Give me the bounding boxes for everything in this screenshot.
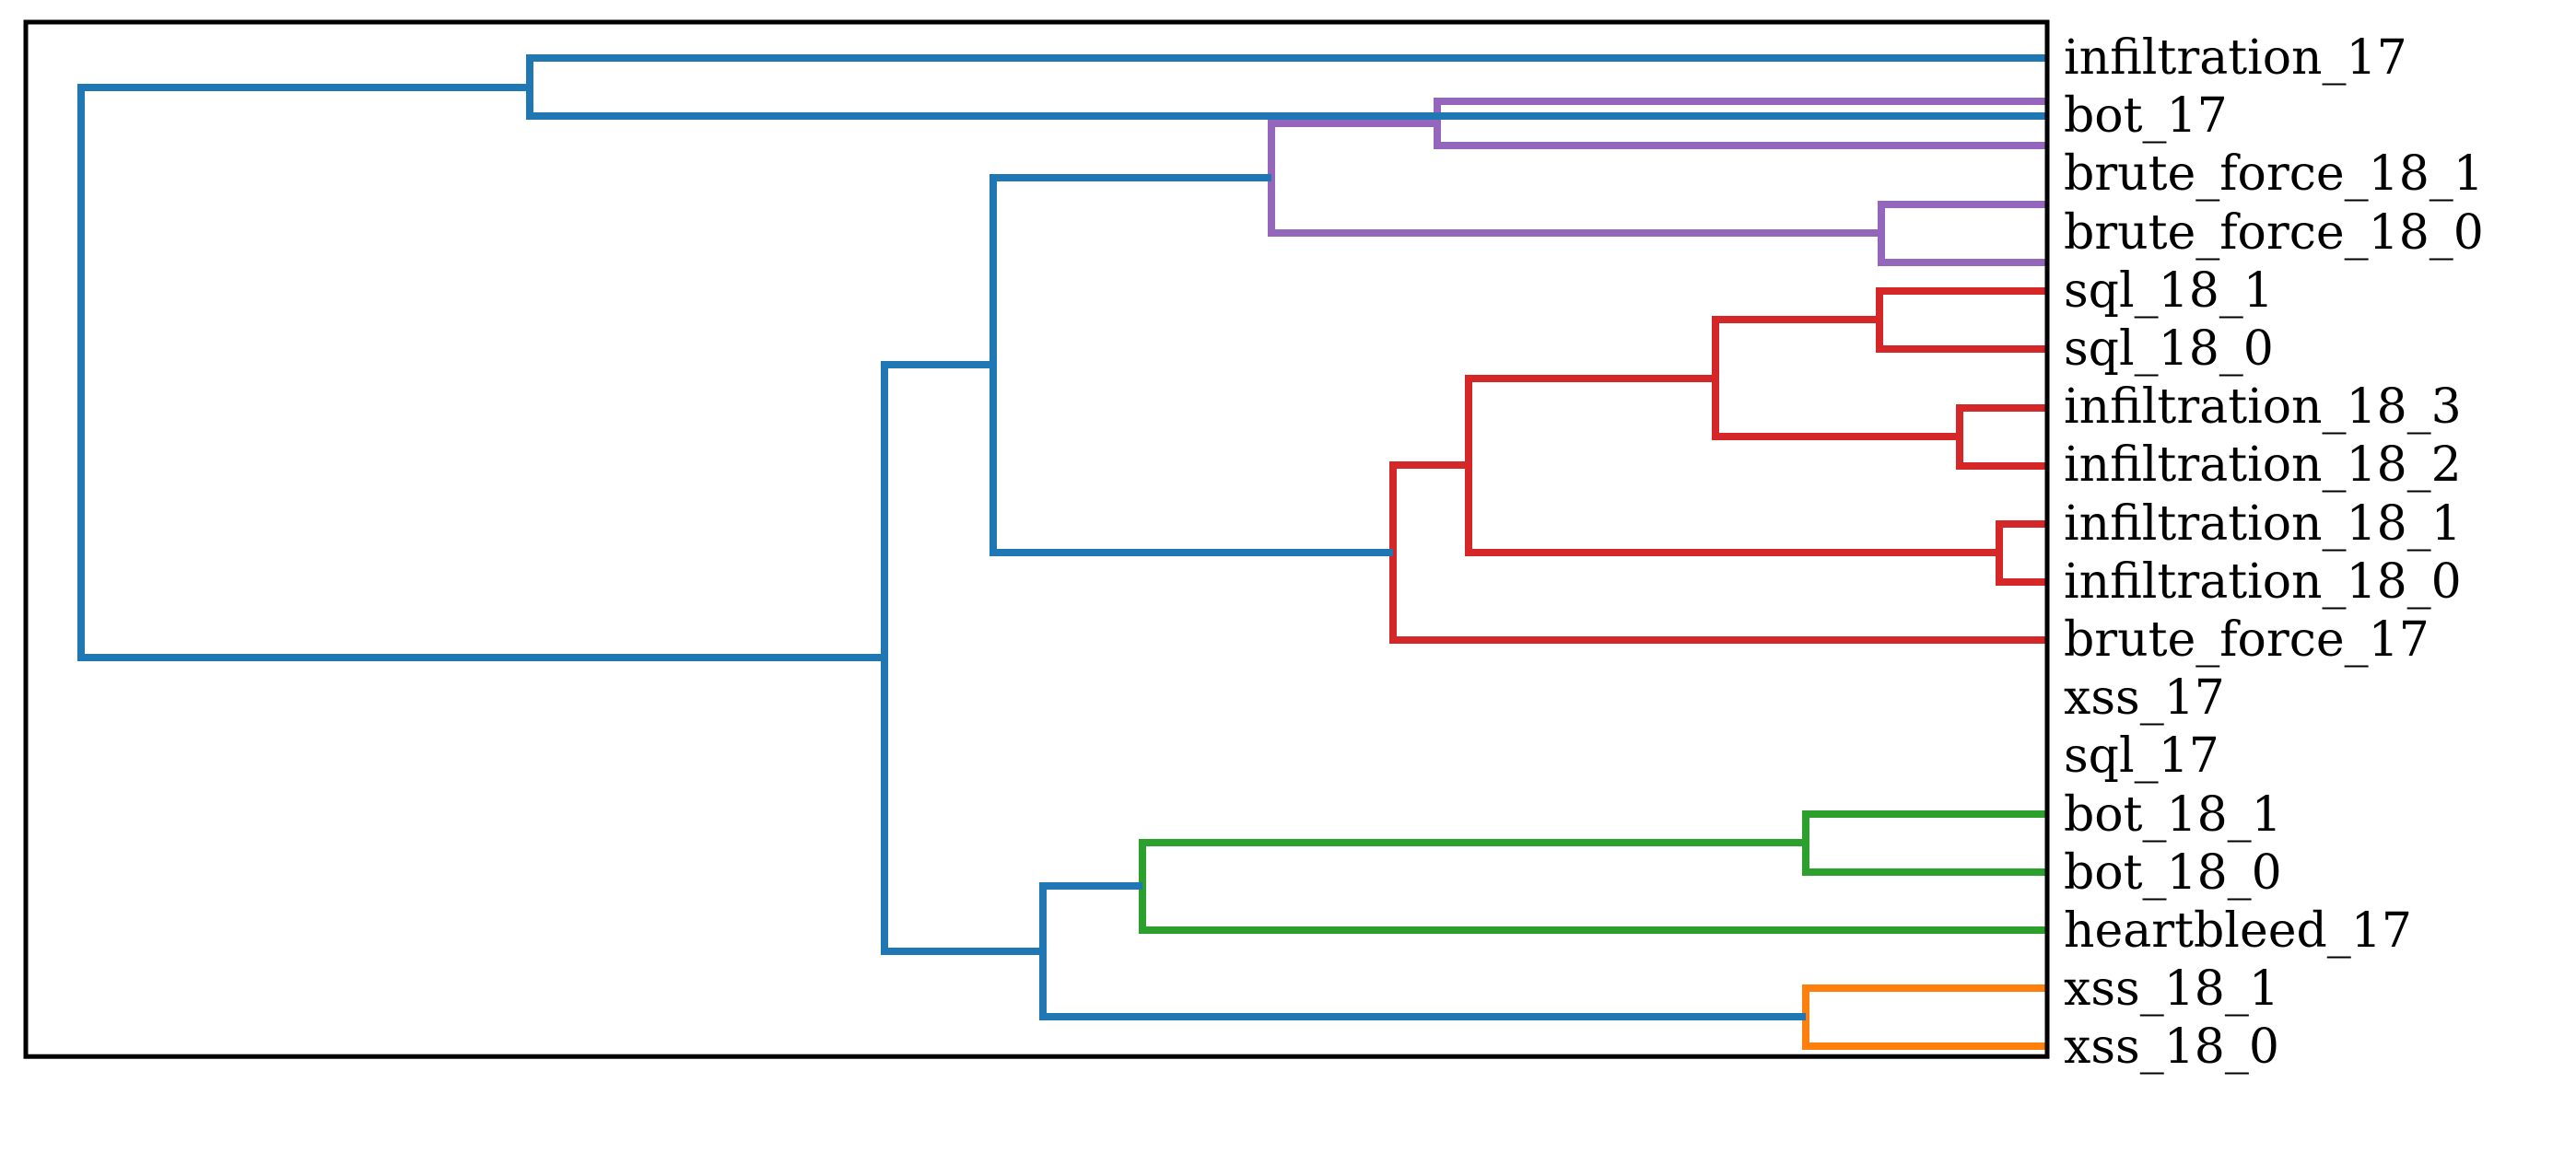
dendrogram-links — [77, 54, 2047, 1050]
leaf-label-xss-18-1: xss_18_1 — [2064, 961, 2279, 1018]
leaf-label-sql-18-1: sql_18_1 — [2064, 262, 2274, 319]
dendrogram-link-root — [77, 84, 884, 661]
leaf-label-infiltration-18-2: infiltration_18_2 — [2064, 437, 2462, 494]
leaf-label-infiltration-18-0: infiltration_18_0 — [2064, 553, 2462, 610]
leaf-label-infiltration-18-3: infiltration_18_3 — [2064, 379, 2462, 436]
leaf-label-sql-17: sql_17 — [2064, 728, 2219, 785]
leaf-label-bot-18-0: bot_18_0 — [2064, 844, 2282, 901]
leaf-label-sql-18-0: sql_18_0 — [2064, 321, 2274, 377]
leaf-label-xss-17: xss_17 — [2064, 670, 2225, 727]
leaf-label-brute-force-17: brute_force_17 — [2064, 612, 2430, 668]
leaf-label-bot-17: bot_17 — [2064, 88, 2228, 145]
leaf-label-brute-force-18-1: brute_force_18_1 — [2064, 146, 2484, 203]
leaf-label-bot-18-1: bot_18_1 — [2064, 786, 2282, 843]
leaf-label-infiltration-17: infiltration_17 — [2064, 30, 2407, 86]
axes-frame — [23, 19, 2050, 1059]
leaf-label-xss-18-0: xss_18_0 — [2064, 1019, 2279, 1076]
leaf-label-heartbleed-17: heartbleed_17 — [2064, 903, 2412, 959]
leaf-label-brute-force-18-0: brute_force_18_0 — [2064, 204, 2484, 261]
leaf-label-infiltration-18-1: infiltration_18_1 — [2064, 495, 2462, 552]
